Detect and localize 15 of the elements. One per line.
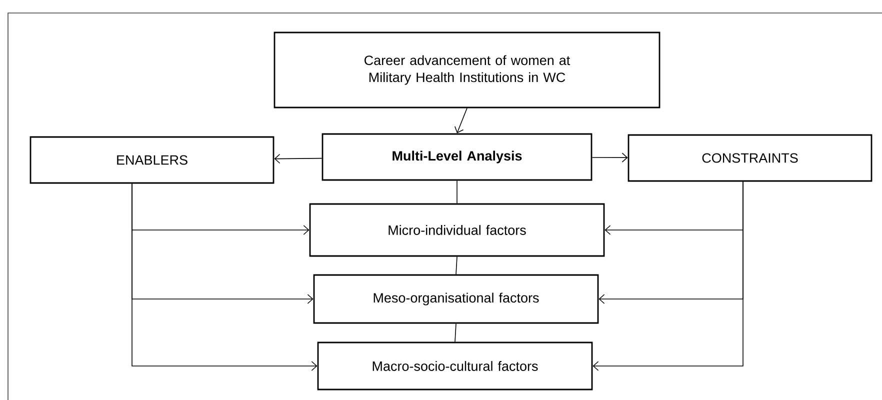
factor-box: Macro-socio-cultural factors	[317, 342, 593, 390]
factor-box: Multi-Level Analysis	[322, 133, 592, 181]
connector-line	[456, 180, 458, 204]
connector-line	[456, 256, 458, 275]
arrow	[592, 152, 628, 162]
arrow	[454, 108, 468, 134]
arrow	[592, 181, 744, 371]
factor-box: Meso-organisational factors	[313, 274, 599, 324]
factor-box: ENABLERS	[30, 136, 274, 184]
arrow	[132, 183, 318, 371]
connector-line	[454, 323, 456, 342]
arrow	[274, 154, 322, 164]
factor-box: Micro-individual factors	[309, 203, 605, 257]
factor-box: CONSTRAINTS	[628, 134, 872, 182]
title-box: Career advancement of women at Military Health Institutions in WC	[274, 32, 660, 108]
